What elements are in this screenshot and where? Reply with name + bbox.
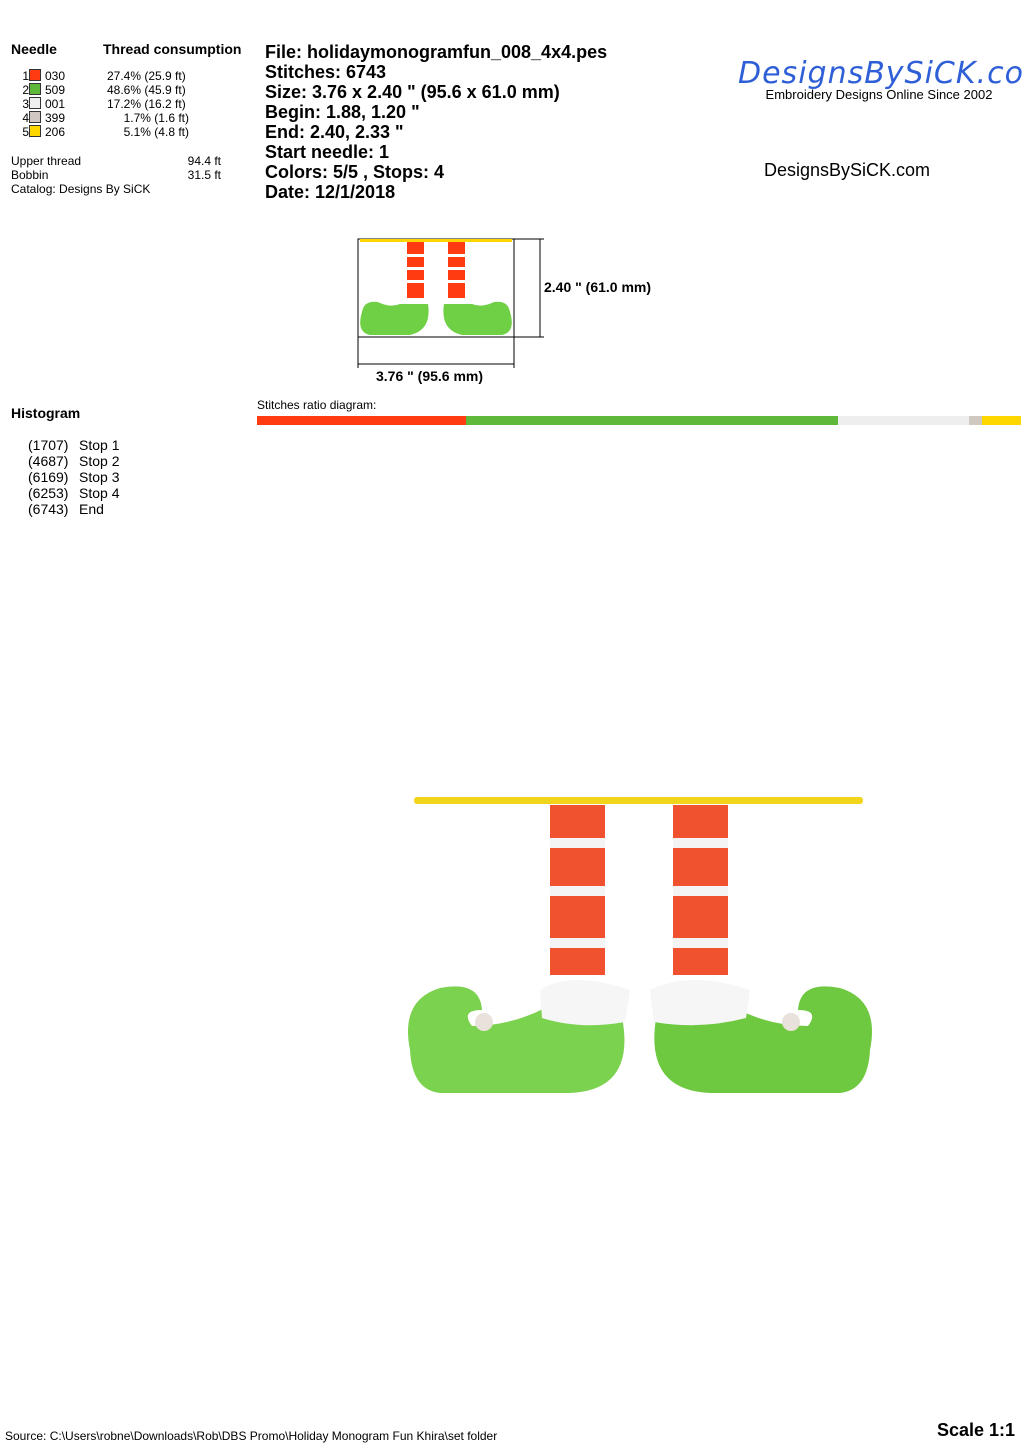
stop-row: (6169)Stop 3 — [28, 469, 120, 485]
color-swatch-icon — [29, 111, 41, 123]
info-line: Date: 12/1/2018 — [265, 182, 396, 202]
height-dimension: 2.40 " (61.0 mm) — [544, 279, 652, 295]
logo-text: DesignsBySiCK.com — [738, 56, 1024, 91]
upper-value: 94.4 ft — [187, 154, 221, 168]
ratio-title: Stitches ratio diagram: — [257, 398, 377, 412]
ratio-segment — [257, 416, 467, 425]
info-line: Start needle: 1 — [265, 142, 390, 162]
logo: DesignsBySiCK.com Embroidery Designs Onl… — [738, 56, 1024, 102]
stop-row: (6743)End — [28, 501, 104, 517]
info-line: End: 2.40, 2.33 " — [265, 122, 404, 142]
info-line: Stitches: 6743 — [265, 62, 387, 82]
stop-row: (6253)Stop 4 — [28, 485, 120, 501]
info-line: File: holidaymonogramfun_008_4x4.pes — [265, 42, 608, 62]
color-swatch-icon — [29, 97, 41, 109]
stop-row: (4687)Stop 2 — [28, 453, 120, 469]
ratio-segment — [982, 416, 1021, 425]
color-swatch-icon — [29, 125, 41, 137]
site-name: DesignsBySiCK.com — [764, 160, 931, 180]
stop-row: (1707)Stop 1 — [28, 437, 120, 453]
stop-list: (1707)Stop 1(4687)Stop 2(6169)Stop 3(625… — [28, 437, 119, 517]
info-line: Colors: 5/5 , Stops: 4 — [265, 162, 445, 182]
design-preview — [408, 797, 872, 1093]
thread-header: Thread consumption — [103, 41, 242, 57]
upper-label: Upper thread — [11, 154, 82, 168]
bobbin-value: 31.5 ft — [187, 168, 221, 182]
color-swatch-icon — [29, 83, 41, 95]
needle-header: Needle — [11, 41, 57, 57]
width-dimension: 3.76 " (95.6 mm) — [376, 368, 484, 384]
scale-label: Scale 1:1 — [936, 1420, 1015, 1440]
info-line: Size: 3.76 x 2.40 " (95.6 x 61.0 mm) — [265, 82, 560, 102]
logo-tagline: Embroidery Designs Online Since 2002 — [765, 87, 993, 102]
color-swatch-icon — [29, 69, 41, 81]
bobbin-label: Bobbin — [11, 168, 49, 182]
ratio-segment — [969, 416, 983, 425]
catalog: Catalog: Designs By SiCK — [11, 182, 151, 196]
design-thumbnail — [357, 238, 544, 368]
info-line: Begin: 1.88, 1.20 " — [265, 102, 420, 122]
ratio-segment — [837, 416, 970, 425]
ratio-segment — [466, 416, 838, 425]
thread-totals: Upper thread 94.4 ft Bobbin 31.5 ft Catalo… — [11, 154, 221, 196]
source-path: Source: C:\Users\robne\Downloads\Rob\DBS… — [5, 1429, 498, 1443]
stitch-ratio-bar — [257, 416, 1021, 425]
histogram-title: Histogram — [11, 405, 81, 421]
